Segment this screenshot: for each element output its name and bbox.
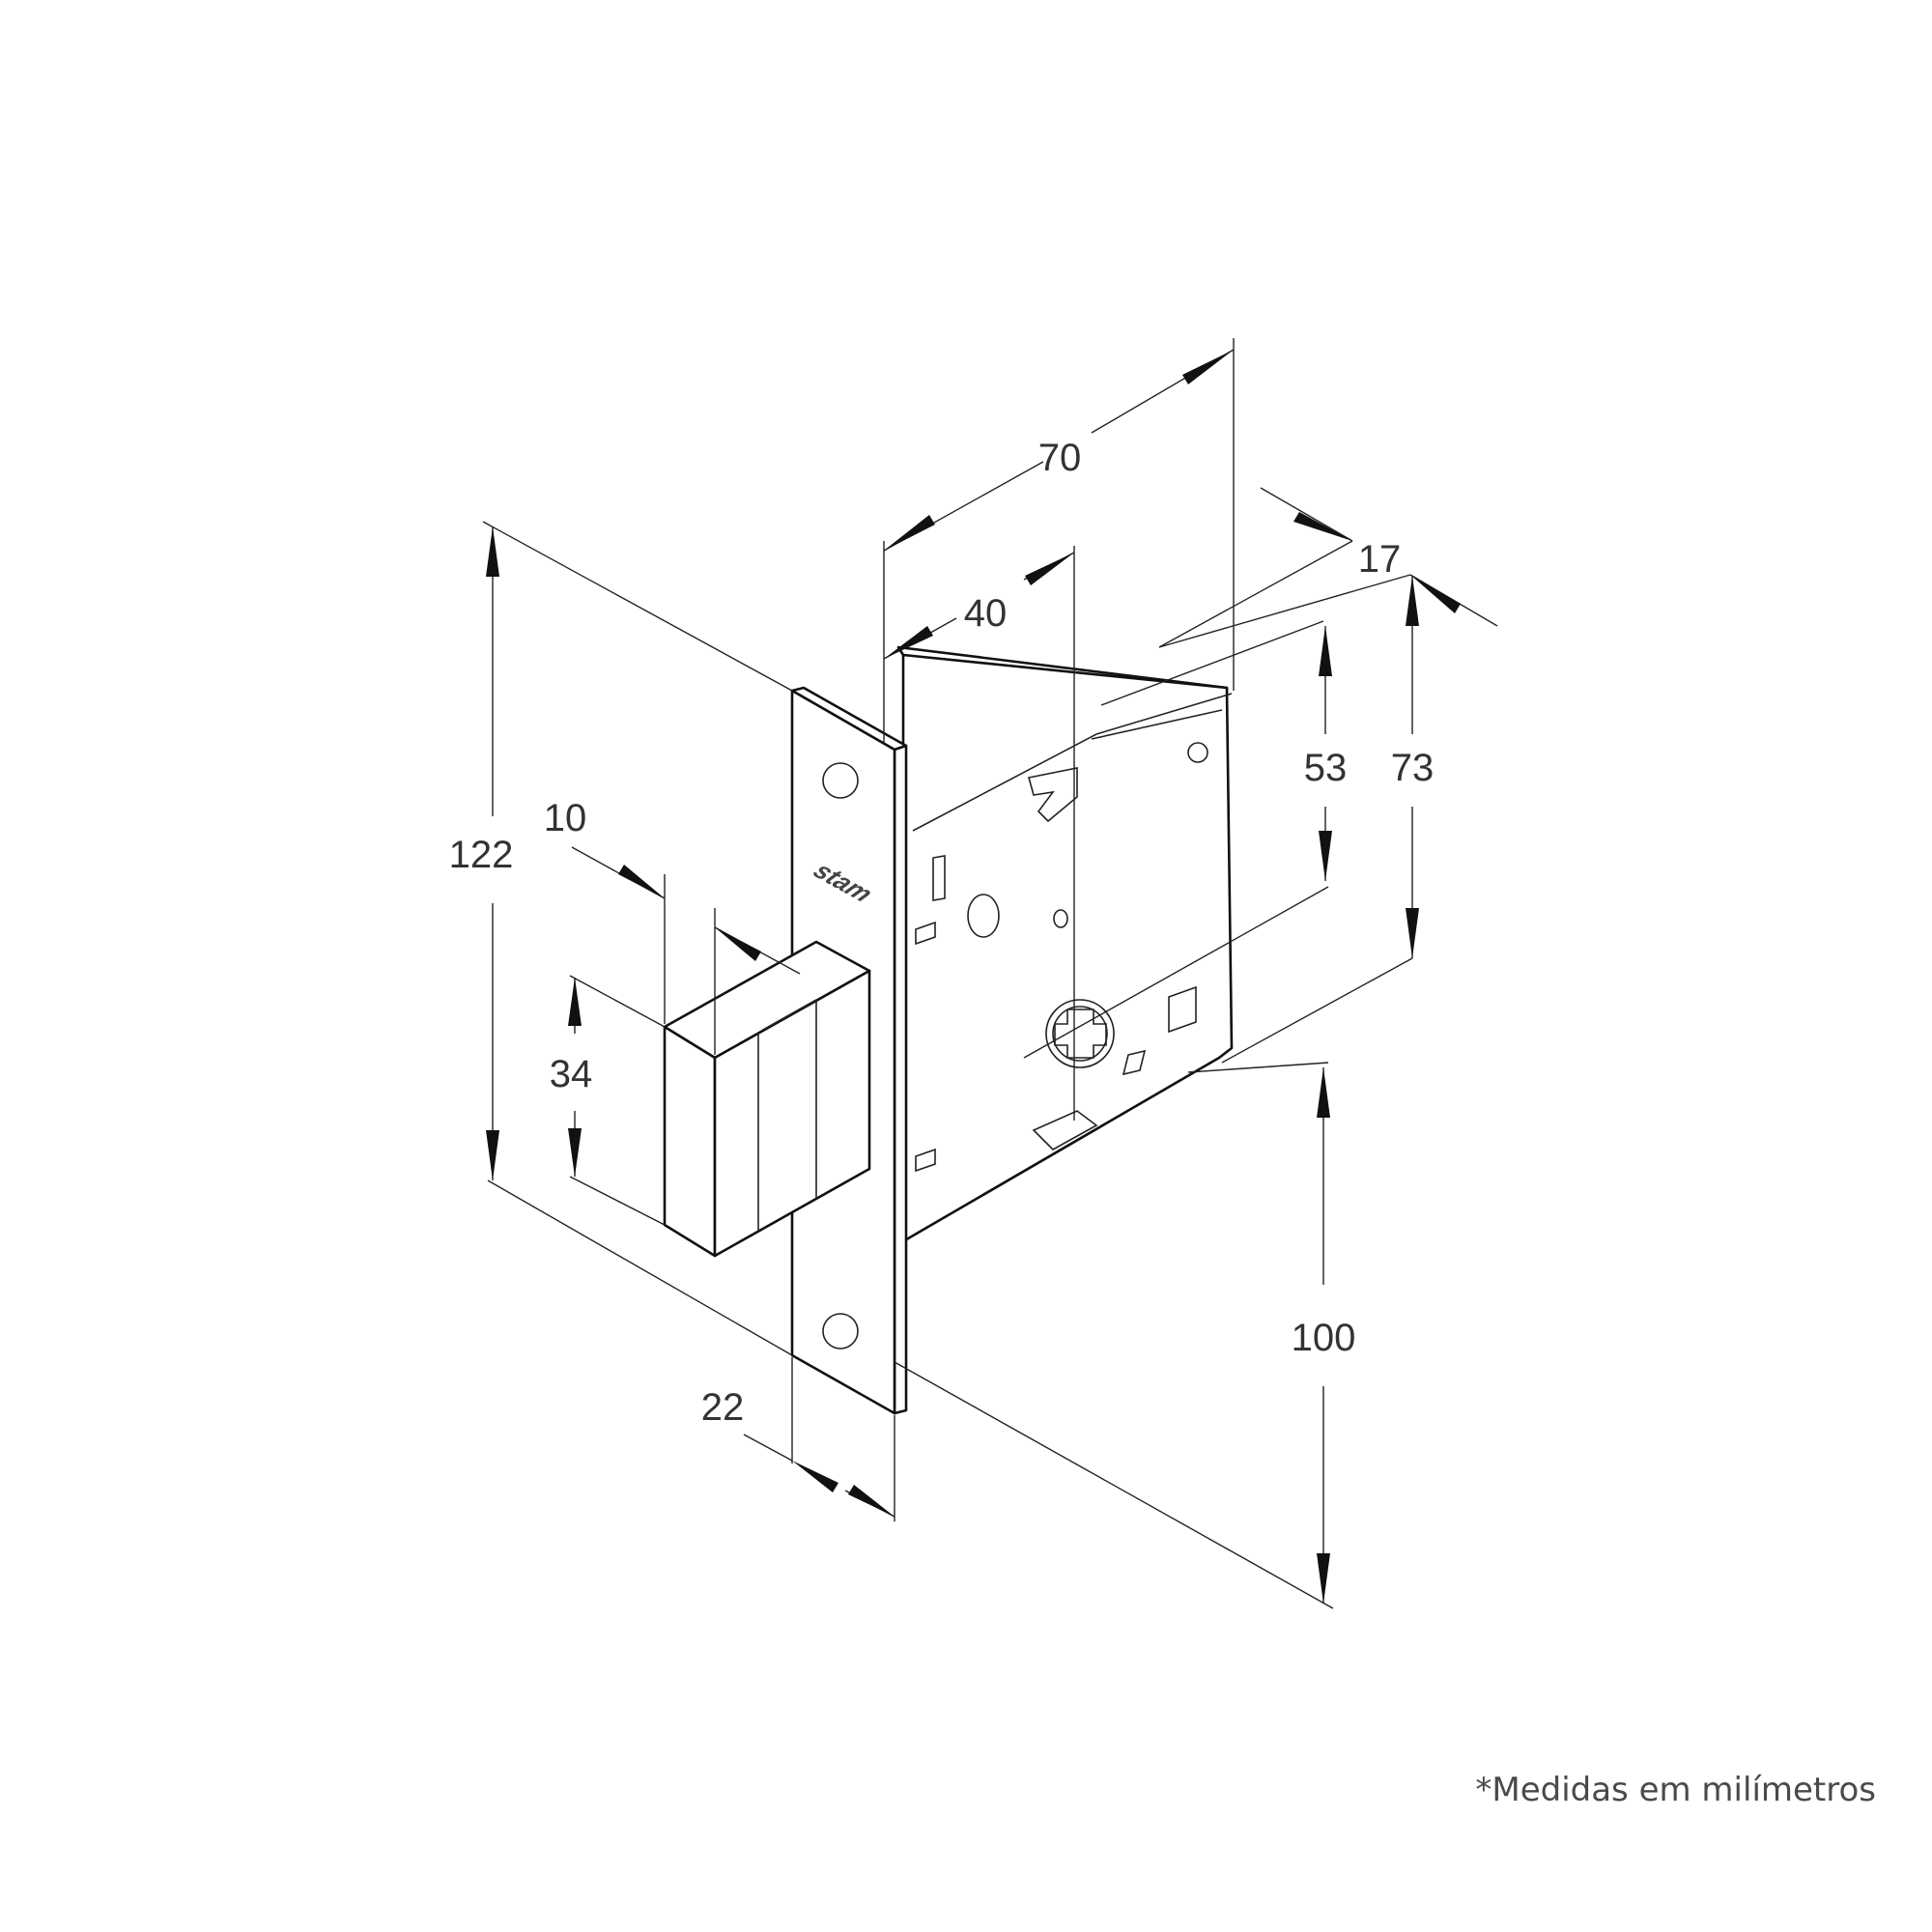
slot: [915, 921, 936, 946]
latch-front-face: [663, 1025, 717, 1258]
screw-hole: [1187, 742, 1208, 763]
dimension-73-label: 73: [1391, 747, 1435, 789]
slot: [932, 855, 946, 901]
lower-tab: [1032, 1110, 1098, 1151]
dimension-17: [1158, 487, 1498, 648]
dimension-73: [1221, 576, 1419, 1064]
lock-body-case: [901, 653, 1234, 1243]
upper-tab: [1027, 767, 1078, 823]
dimension-34: [568, 975, 666, 1226]
dimension-122: [482, 521, 793, 1356]
dimension-100-label: 100: [1292, 1317, 1356, 1359]
dimension-40-label: 40: [964, 592, 1008, 635]
dimension-22-label: 22: [701, 1386, 745, 1429]
body-edge-line: [1091, 709, 1223, 740]
spindle-follower: [1045, 999, 1115, 1068]
small-slot: [1122, 1049, 1147, 1076]
dimension-40: [883, 546, 1075, 1121]
latch-segment-line: [762, 999, 817, 1031]
units-footnote: *Medidas em milímetros: [1475, 1771, 1876, 1809]
faceplate-screw-hole-bottom: [822, 1313, 859, 1350]
small-hole: [1053, 909, 1068, 928]
dimension-53-label: 53: [1304, 747, 1348, 789]
dimension-70-label: 70: [1038, 437, 1082, 479]
body-edge-line: [1095, 693, 1233, 735]
dimension-122-label: 122: [449, 834, 514, 876]
faceplate-screw-hole-top: [822, 762, 859, 799]
body-hole: [967, 894, 1000, 938]
dimension-100: [894, 1062, 1334, 1609]
dimension-34-label: 34: [550, 1053, 593, 1095]
dimension-10: [571, 846, 801, 1055]
latch-side-face: [713, 969, 871, 1258]
faceplate-side: [893, 744, 908, 1415]
dimension-10-label: 10: [544, 797, 587, 839]
dimension-53: [1023, 620, 1332, 1059]
square-hole: [1168, 985, 1197, 1034]
slot: [915, 1148, 936, 1173]
dimension-22: [743, 1357, 895, 1521]
body-edge-line: [912, 733, 1097, 832]
dimension-70: [883, 338, 1235, 744]
dimension-17-label: 17: [1358, 538, 1402, 581]
